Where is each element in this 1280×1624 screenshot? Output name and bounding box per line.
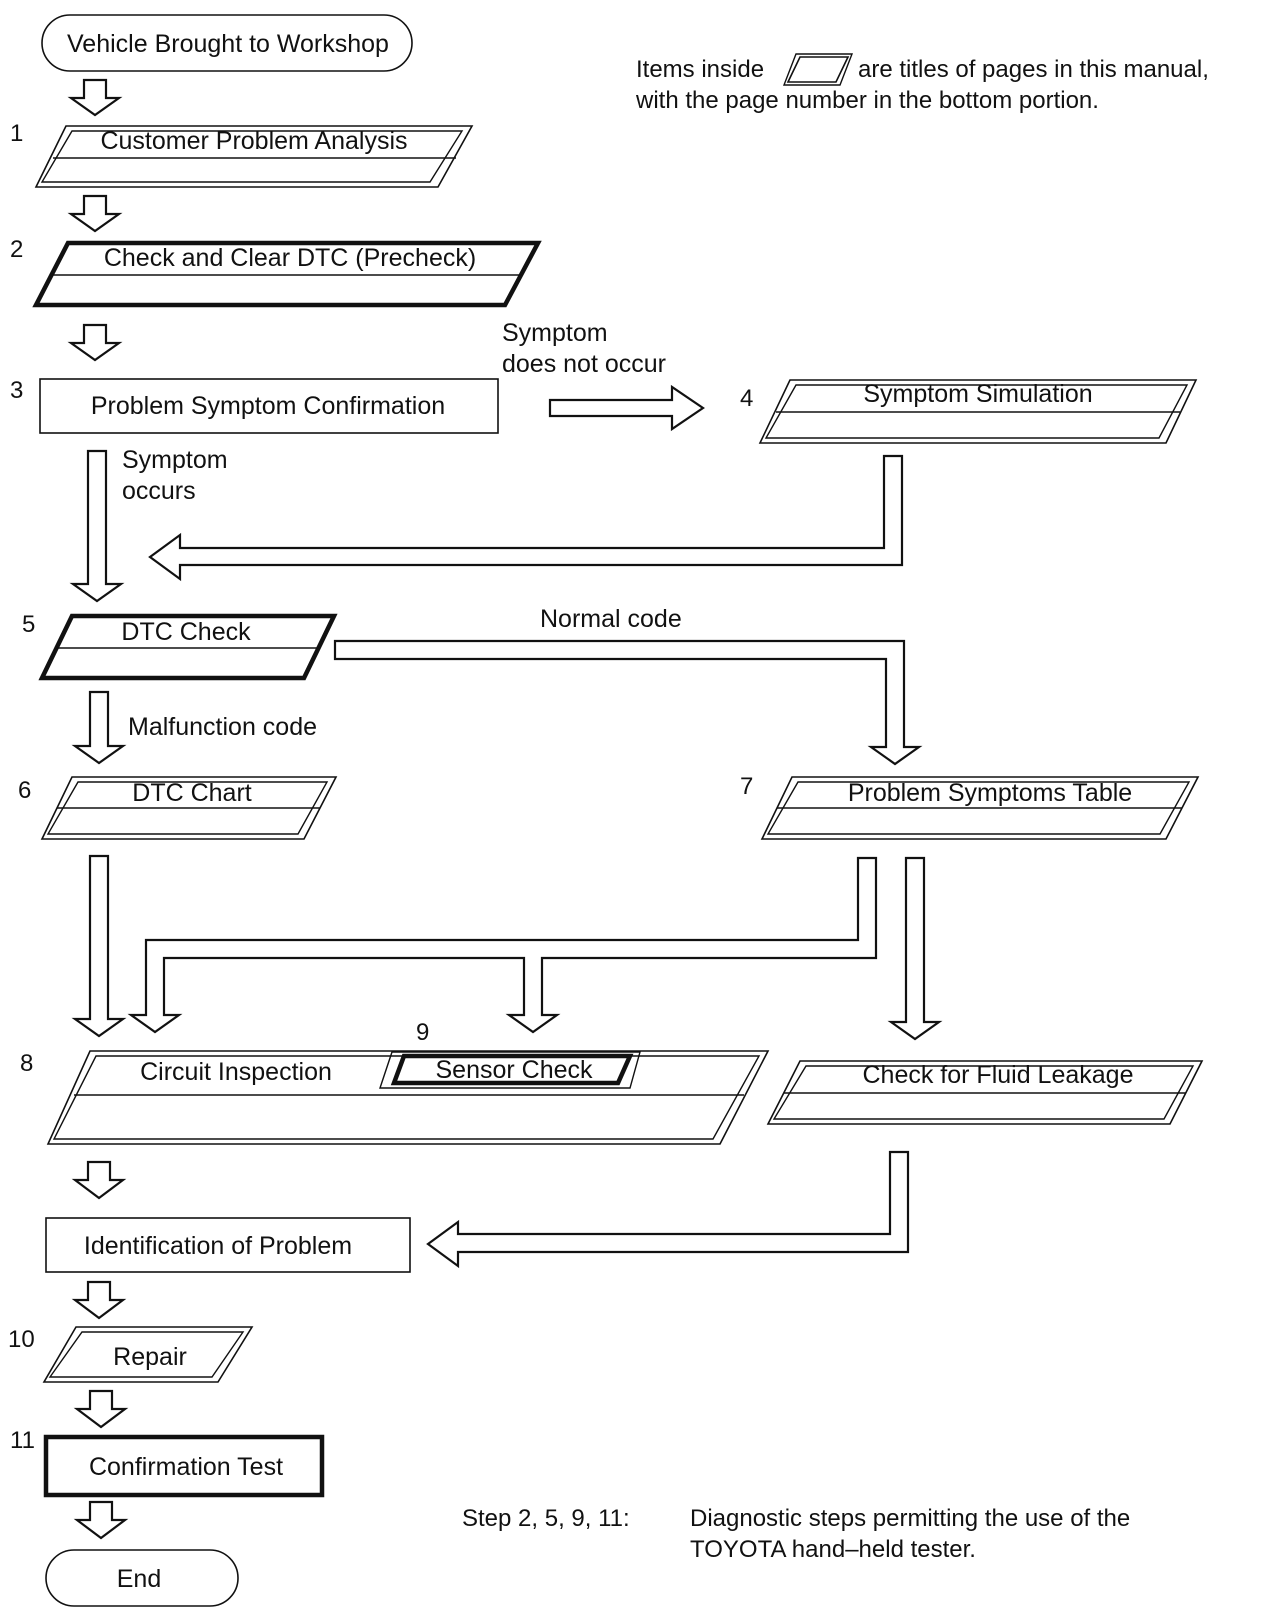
footnote-text-line2: TOYOTA hand–held tester. [690, 1536, 976, 1563]
legend-parallelogram-icon [786, 56, 850, 83]
edge-label-symptom-occurs-2: occurs [122, 477, 196, 505]
arrow-right-3-to-4 [548, 384, 705, 432]
arrow-branch-7-to-8-9 [127, 856, 878, 1034]
legend-text-line2: with the page number in the bottom porti… [635, 87, 1099, 114]
arrow-return-4-to-main [148, 454, 904, 582]
arrow-down-8-to-identification [71, 1160, 127, 1200]
sensor-check-label: Sensor Check [435, 1056, 593, 1084]
check-clear-dtc-label: Check and Clear DTC (Precheck) [104, 244, 476, 272]
step-number-8: 8 [20, 1050, 33, 1077]
footnote-steps: Step 2, 5, 9, 11: [462, 1505, 630, 1532]
node-problem-symptom-confirmation: Problem Symptom Confirmation [39, 378, 499, 434]
arrow-normal-code-5-to-7 [333, 639, 923, 766]
dtc-chart-label: DTC Chart [132, 779, 252, 807]
node-symptom-simulation: Symptom Simulation [758, 379, 1198, 444]
arrow-down-1-to-2 [67, 194, 123, 233]
step-number-7: 7 [740, 773, 753, 800]
step-number-10: 10 [8, 1326, 35, 1353]
step-number-9: 9 [416, 1019, 429, 1046]
problem-symptoms-table-label: Problem Symptoms Table [848, 779, 1132, 807]
confirmation-test-label: Confirmation Test [89, 1453, 283, 1481]
edge-label-malfunction-code: Malfunction code [128, 713, 317, 741]
node-identification-of-problem: Identification of Problem [45, 1217, 411, 1273]
step-number-5: 5 [22, 611, 35, 638]
footnote-text-line1: Diagnostic steps permitting the use of t… [690, 1505, 1130, 1532]
edge-label-symptom-not-occur-1: Symptom [502, 319, 608, 347]
footnote: Step 2, 5, 9, 11: Diagnostic steps permi… [462, 1505, 1130, 1563]
node-check-clear-dtc: Check and Clear DTC (Precheck) [32, 240, 542, 308]
customer-problem-analysis-label: Customer Problem Analysis [100, 127, 407, 155]
arrow-down-2-to-3 [67, 323, 123, 362]
step-number-4: 4 [740, 385, 753, 412]
step-number-11: 11 [10, 1427, 35, 1454]
start-label: Vehicle Brought to Workshop [67, 30, 389, 58]
node-repair: Repair [42, 1326, 254, 1383]
edge-label-symptom-not-occur-2: does not occur [502, 350, 666, 378]
end-node: End [45, 1549, 239, 1607]
legend: Items inside are titles of pages in this… [635, 53, 1209, 114]
check-fluid-leakage-label: Check for Fluid Leakage [863, 1061, 1134, 1089]
arrow-down-10-to-11 [73, 1389, 129, 1429]
legend-text-before: Items inside [636, 56, 764, 83]
dtc-check-label: DTC Check [121, 618, 251, 646]
end-label: End [117, 1565, 161, 1593]
node-dtc-check: DTC Check [38, 613, 338, 681]
circuit-inspection-label: Circuit Inspection [140, 1058, 332, 1086]
node-customer-problem-analysis: Customer Problem Analysis [34, 125, 474, 188]
legend-parallelogram-icon-outer [782, 53, 854, 86]
edge-label-symptom-occurs-1: Symptom [122, 446, 228, 474]
step-number-3: 3 [10, 377, 23, 404]
arrow-return-fluid-leakage-to-identification [426, 1150, 910, 1269]
arrow-down-11-to-end [73, 1500, 129, 1540]
arrow-malfunction-5-to-6 [71, 690, 127, 765]
node-check-fluid-leakage: Check for Fluid Leakage [766, 1060, 1204, 1125]
identification-of-problem-label: Identification of Problem [84, 1232, 352, 1260]
arrow-down-identification-to-10 [71, 1280, 127, 1320]
step-number-2: 2 [10, 236, 23, 263]
step-number-6: 6 [18, 777, 31, 804]
arrow-down-3-to-5 [69, 449, 125, 603]
start-node: Vehicle Brought to Workshop [41, 14, 413, 72]
step-number-1: 1 [10, 120, 23, 147]
node-sensor-check: Sensor Check [379, 1051, 641, 1089]
legend-text-after: are titles of pages in this manual, [858, 56, 1209, 83]
arrow-down-6-to-8 [71, 854, 127, 1038]
arrow-down-7-to-fluid-leakage [887, 856, 943, 1041]
node-confirmation-test: Confirmation Test [43, 1434, 325, 1498]
node-problem-symptoms-table: Problem Symptoms Table [760, 776, 1200, 840]
problem-symptom-confirmation-label: Problem Symptom Confirmation [91, 392, 445, 420]
node-dtc-chart: DTC Chart [40, 776, 338, 840]
edge-label-normal-code: Normal code [540, 605, 682, 633]
arrow-down-start-to-1 [67, 78, 123, 117]
repair-label: Repair [113, 1343, 187, 1371]
symptom-simulation-label: Symptom Simulation [863, 380, 1092, 408]
